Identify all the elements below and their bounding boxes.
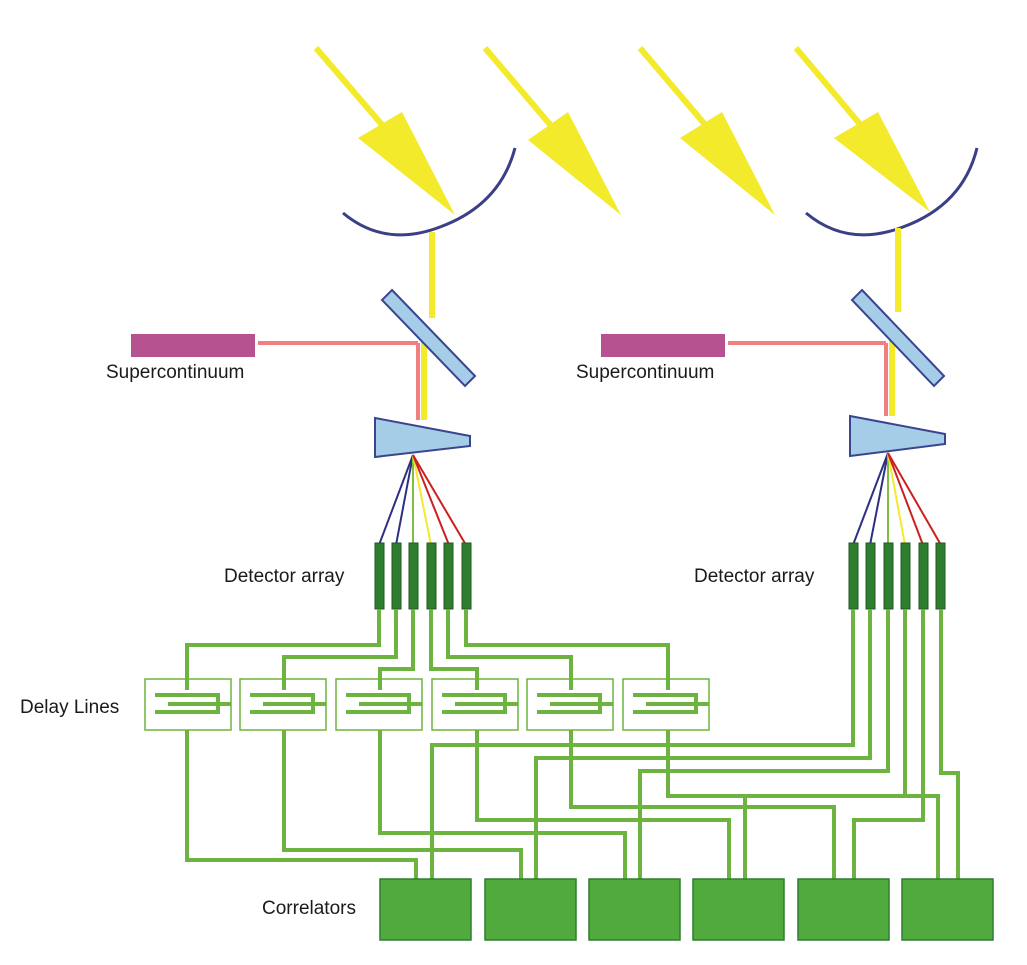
starlight-arrow <box>313 46 455 215</box>
beam-splitter-right <box>850 288 946 388</box>
correlator-unit <box>901 878 994 941</box>
supercontinuum-source-left <box>131 334 255 357</box>
detector-element <box>848 542 859 610</box>
detector-element <box>883 542 894 610</box>
detector-element <box>443 542 454 610</box>
correlator-unit <box>379 878 472 941</box>
starlight-arrow <box>482 46 621 215</box>
detector-element <box>935 542 946 610</box>
laser-beam-right <box>728 335 895 416</box>
detector-array-label-right: Detector array <box>694 566 815 587</box>
delay-lines <box>144 678 710 731</box>
detector-element <box>461 542 472 610</box>
correlator-unit <box>797 878 890 941</box>
delay-lines-label: Delay Lines <box>20 697 119 718</box>
starlight-arrow <box>793 46 930 212</box>
detector-element <box>918 542 929 610</box>
supercontinuum-label-right: Supercontinuum <box>576 362 714 383</box>
spectral-fan-left <box>378 454 467 546</box>
correlator-unit <box>484 878 577 941</box>
wiring-delay-to-correlators <box>185 730 940 880</box>
spectral-fan-right <box>852 452 942 546</box>
detector-element <box>408 542 419 610</box>
detector-element <box>374 542 385 610</box>
correlators <box>379 878 994 941</box>
correlators-label: Correlators <box>262 898 356 919</box>
detector-element <box>865 542 876 610</box>
correlator-unit <box>588 878 681 941</box>
detector-element <box>391 542 402 610</box>
wiring-detector-to-delay <box>185 609 670 690</box>
laser-beam-left <box>258 340 427 420</box>
detector-array-left <box>374 542 472 610</box>
beam-splitter-left <box>380 288 477 388</box>
starlight-arrow <box>637 46 775 215</box>
starlight-arrows <box>313 46 930 215</box>
telescope-mirror-right <box>805 147 979 237</box>
detector-array-right <box>848 542 946 610</box>
correlator-unit <box>692 878 785 941</box>
supercontinuum-label-left: Supercontinuum <box>106 362 244 383</box>
detector-element <box>426 542 437 610</box>
prism-right <box>849 414 946 458</box>
telescope-mirror-left <box>342 147 517 237</box>
wiring-right-detector-to-correlators <box>430 609 960 880</box>
supercontinuum-source-right <box>601 334 725 357</box>
prism-left <box>374 416 471 459</box>
delay-line-unit <box>144 678 232 731</box>
detector-element <box>900 542 911 610</box>
detector-array-label-left: Detector array <box>224 566 345 587</box>
